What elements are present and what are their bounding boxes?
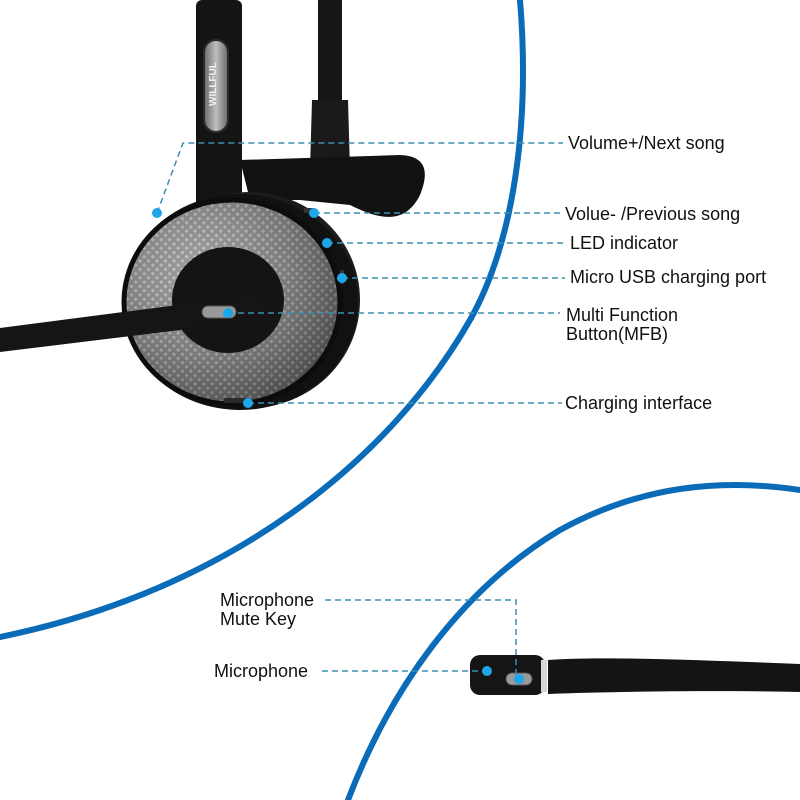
- callout-label: LED indicator: [570, 233, 679, 253]
- callout-label: Volue- /Previous song: [565, 204, 741, 224]
- charging-dot: [243, 398, 253, 408]
- callout-volume-down: Volue- /Previous song: [565, 205, 740, 224]
- callout-label: Charging interface: [565, 393, 713, 413]
- callout-charging-interface: Charging interface: [565, 394, 712, 413]
- callout-label-line2: Mute Key: [220, 609, 297, 629]
- callout-lines: [156, 142, 565, 679]
- callout-label-line1: Microphone: [220, 590, 315, 610]
- mfb-dot: [223, 308, 233, 318]
- callout-label: Volume+/Next song: [568, 133, 725, 153]
- volume-up-dot: [152, 208, 162, 218]
- microphone-boom: [470, 655, 800, 695]
- microphone-dot: [482, 666, 492, 676]
- brand-logo: WILLFUL: [208, 62, 224, 106]
- upper-blue-arc: [0, 0, 526, 640]
- callout-label-line1: Multi Function: [566, 305, 679, 325]
- callout-dots: [152, 208, 524, 684]
- callout-volume-up: Volume+/Next song: [568, 134, 725, 153]
- lower-blue-arc: [345, 482, 800, 800]
- usb-dot: [337, 273, 347, 283]
- volume-down-dot: [309, 208, 319, 218]
- callout-label: Micro USB charging port: [570, 267, 767, 287]
- callout-microphone: Microphone: [214, 662, 308, 681]
- brand-plate: [203, 39, 229, 133]
- callout-label: Microphone: [214, 661, 309, 681]
- callout-mute-key: Microphone Mute Key: [220, 591, 314, 629]
- headset: [0, 0, 425, 410]
- callout-usb-port: Micro USB charging port: [570, 268, 766, 287]
- callout-label-line2: Button(MFB): [566, 324, 669, 344]
- brand-logo-text: WILLFUL: [208, 62, 219, 106]
- callout-led-indicator: LED indicator: [570, 234, 678, 253]
- mute-key-dot: [514, 674, 524, 684]
- temple-pad: [240, 155, 425, 217]
- headband-clip: [310, 100, 350, 170]
- led-dot: [322, 238, 332, 248]
- callout-mfb: Multi Function Button(MFB): [566, 306, 678, 344]
